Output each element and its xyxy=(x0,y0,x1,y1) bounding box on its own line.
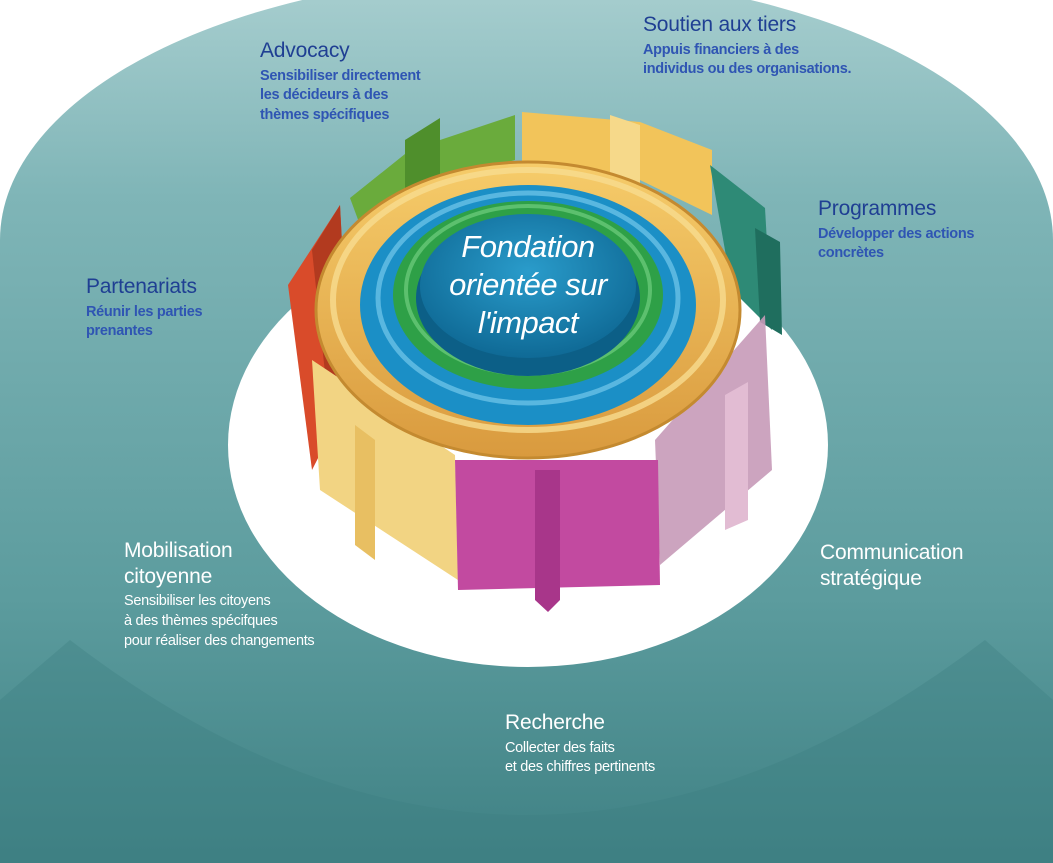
center-label: Fondation orientée sur l'impact xyxy=(428,228,628,341)
label-communication: Communication stratégique xyxy=(820,540,963,591)
communication-title-1: Communication xyxy=(820,541,964,564)
label-mobilisation: Mobilisation citoyenne Sensibiliser les … xyxy=(124,538,315,651)
label-recherche: Recherche Collecter des faits et des chi… xyxy=(505,710,655,778)
ring-bottom-shade xyxy=(0,640,1053,863)
recherche-title: Recherche xyxy=(505,711,605,734)
programmes-desc-2: concrètes xyxy=(818,245,884,262)
advocacy-desc-2: les décideurs à des xyxy=(260,87,389,104)
segment-communication xyxy=(655,315,772,565)
segment-programmes xyxy=(710,165,772,330)
center-line-3: l'impact xyxy=(477,304,579,340)
gold-band-rim xyxy=(330,167,726,433)
mobilisation-title-1: Mobilisation xyxy=(124,539,233,562)
blue-ring-inner-edge xyxy=(375,190,681,406)
segment-communication-tab xyxy=(725,382,748,530)
label-advocacy: Advocacy Sensibiliser directement les dé… xyxy=(260,38,421,126)
segment-soutien-tab xyxy=(610,115,640,190)
mobilisation-desc-3: pour réaliser des changements xyxy=(124,632,315,649)
advocacy-desc-1: Sensibiliser directement xyxy=(260,67,421,84)
soutien-title: Soutien aux tiers xyxy=(643,13,797,36)
label-partenariats: Partenariats Réunir les parties prenante… xyxy=(86,274,203,342)
segment-advocacy-tab xyxy=(405,118,440,190)
partenariats-desc-2: prenantes xyxy=(86,323,153,340)
label-programmes: Programmes Développer des actions concrè… xyxy=(818,196,974,264)
center-line-1: Fondation xyxy=(461,229,595,264)
segment-recherche-arrow xyxy=(535,470,560,612)
mobilisation-desc-2: à des thèmes spécifques xyxy=(124,612,278,629)
segment-mobilisation-tab xyxy=(355,425,375,560)
partenariats-title: Partenariats xyxy=(86,275,197,298)
center-line-2: orientée sur xyxy=(449,266,607,302)
communication-title-2: stratégique xyxy=(820,566,922,590)
mobilisation-desc-1: Sensibiliser les citoyens xyxy=(124,593,271,610)
advocacy-desc-3: thèmes spécifiques xyxy=(260,107,390,124)
soutien-desc-1: Appuis financiers à des xyxy=(643,41,799,58)
mobilisation-title-2: citoyenne xyxy=(124,564,213,588)
segment-programmes-tab xyxy=(755,228,782,335)
partenariats-desc-1: Réunir les parties xyxy=(86,303,203,320)
recherche-desc-2: et des chiffres pertinents xyxy=(505,759,655,776)
soutien-desc-2: individus ou des organisations. xyxy=(643,61,852,78)
programmes-title: Programmes xyxy=(818,197,937,220)
label-soutien: Soutien aux tiers Appuis financiers à de… xyxy=(643,12,852,80)
recherche-desc-1: Collecter des faits xyxy=(505,739,615,756)
core-disc xyxy=(420,214,636,358)
advocacy-title: Advocacy xyxy=(260,39,350,62)
programmes-desc-1: Développer des actions xyxy=(818,225,975,242)
segment-mobilisation xyxy=(312,360,458,580)
